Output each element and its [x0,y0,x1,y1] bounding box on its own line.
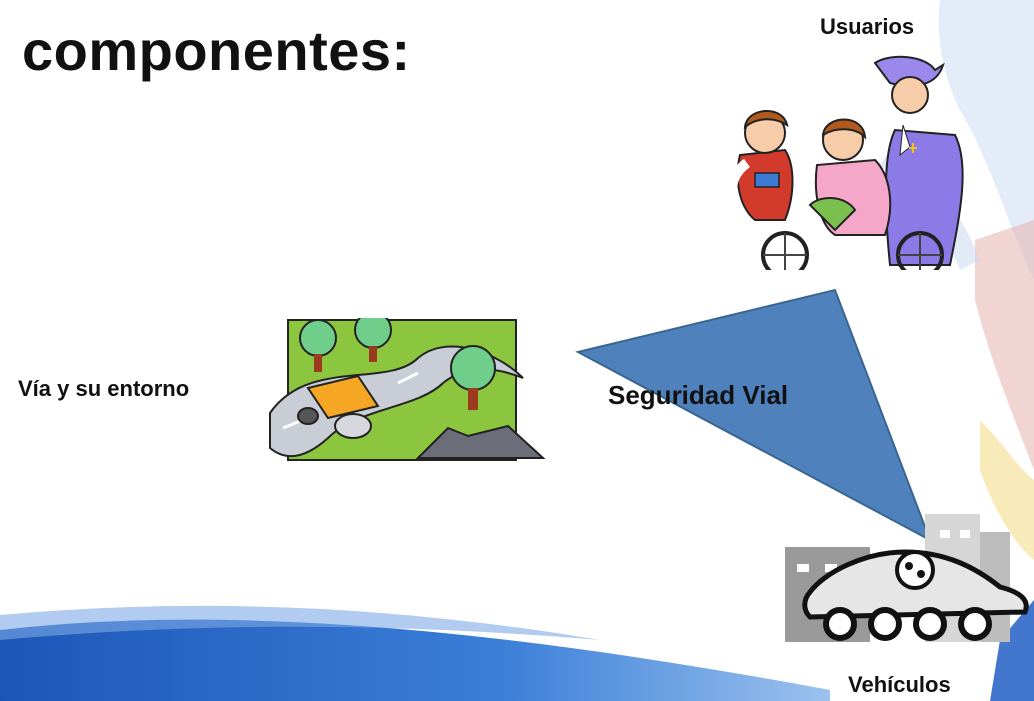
car-icon [785,514,1029,642]
people-wheelchair-icon [727,55,964,270]
slide-title: componentes: [22,19,411,82]
label-usuarios: Usuarios [820,14,915,39]
label-via-entorno: Vía y su entorno [18,376,190,401]
road-roller-icon [269,318,546,461]
label-vehiculos: Vehículos [848,672,951,697]
label-seguridad-vial: Seguridad Vial [608,380,789,410]
